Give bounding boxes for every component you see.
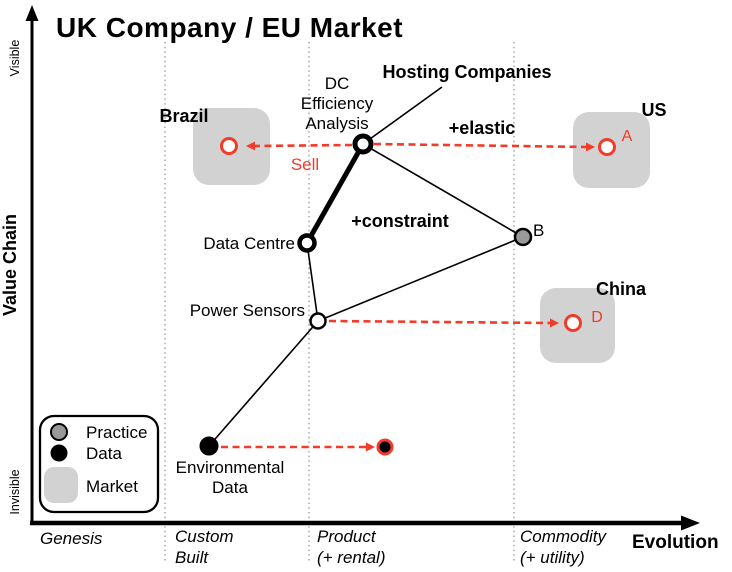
node-data-centre — [297, 233, 317, 253]
movement-sell-to-brazil — [254, 143, 353, 148]
node-dc-efficiency-analysis — [352, 133, 374, 155]
invisible-label: Invisible — [8, 469, 22, 514]
annotation-constraint: +constraint — [351, 211, 449, 231]
movement-power-sensors-to-china — [328, 319, 552, 325]
market-point-china — [564, 314, 582, 332]
map-title: UK Company / EU Market — [56, 12, 404, 43]
legend-swatch-market-icon — [44, 467, 78, 503]
movement-arrowhead-icon-sell-to-brazil — [246, 141, 255, 151]
value-chain-axis-arrow-icon — [25, 5, 39, 21]
market-letter-us: A — [622, 128, 633, 145]
movement-arrowhead-icon-elastic-to-us — [586, 142, 595, 152]
legend-label-market: Market — [86, 477, 138, 496]
market-label-us: US — [641, 100, 666, 120]
evolution-axis-arrow-icon — [681, 515, 700, 531]
node-label-power-sensors: Power Sensors — [190, 301, 305, 320]
evolution-axis-label: Evolution — [632, 532, 719, 553]
movement-elastic-to-us — [373, 142, 588, 149]
node-practice-b — [513, 227, 533, 247]
node-label-hosting-companies: Hosting Companies — [382, 62, 551, 82]
edge-data-centre-to-power-sensors — [306, 242, 319, 322]
stage-label-commodity: Commodity(+ utility) — [520, 527, 607, 567]
value-chain-axis-label: Value Chain — [0, 214, 20, 316]
edge-dc-to-data-centre — [304, 142, 366, 245]
edge-power-sensors-to-env-data — [208, 320, 319, 447]
edge-power-sensors-to-b — [317, 236, 524, 322]
market-point-brazil — [220, 137, 238, 155]
movement-label-sell-to-brazil: Sell — [291, 155, 319, 174]
edge-hosting-to-dc — [362, 86, 443, 145]
market-label-china: China — [596, 279, 647, 299]
market-letter-china: D — [591, 309, 603, 326]
legend-label-practice: Practice — [86, 423, 147, 442]
edge-dc-to-b — [362, 143, 524, 238]
movement-arrowhead-icon-env-data-move — [366, 442, 375, 452]
market-label-brazil: Brazil — [159, 106, 208, 126]
movement-label-elastic-to-us: +elastic — [449, 118, 516, 138]
stage-label-product: Product(+ rental) — [317, 527, 386, 567]
node-moved-data — [376, 438, 394, 456]
legend-swatch-data-icon — [50, 444, 68, 462]
node-label-practice-b: B — [533, 221, 544, 240]
stage-label-genesis: Genesis — [40, 529, 103, 548]
node-label-data-centre: Data Centre — [203, 234, 295, 253]
legend-label-data: Data — [86, 444, 122, 463]
market-point-us — [598, 138, 616, 156]
visible-label: Visible — [8, 40, 22, 77]
node-environmental-data — [199, 436, 219, 456]
legend-swatch-practice-icon — [50, 423, 68, 441]
node-power-sensors — [309, 312, 327, 330]
movement-arrowhead-icon-power-sensors-to-china — [550, 318, 559, 328]
